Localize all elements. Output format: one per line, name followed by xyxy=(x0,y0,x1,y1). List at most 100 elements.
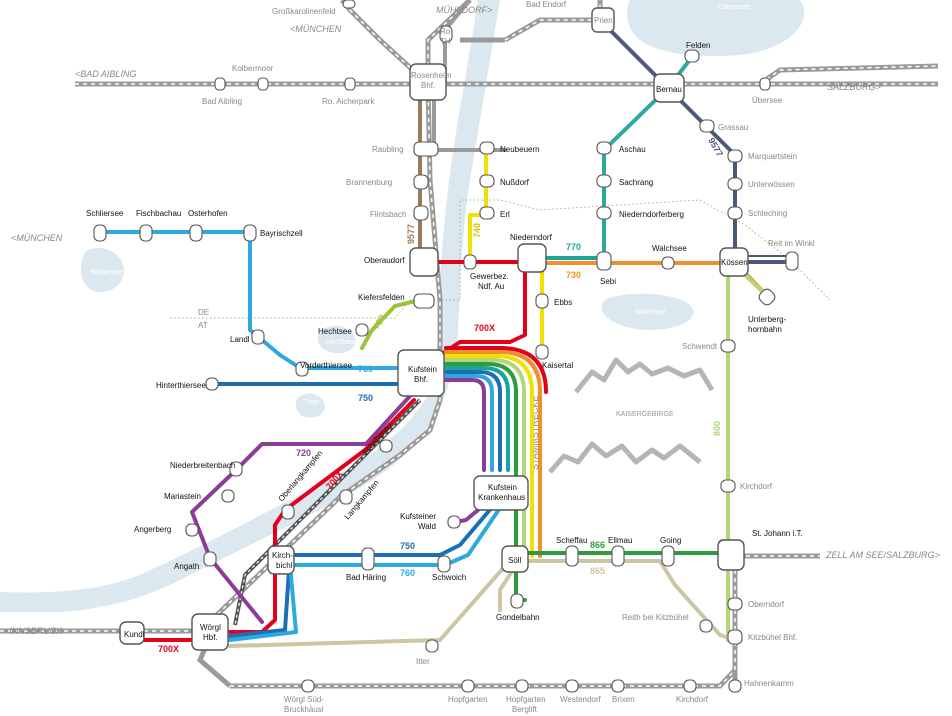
num-800: 800 xyxy=(712,421,722,436)
rosenheim-hub[interactable] xyxy=(409,63,447,101)
bernau-hub[interactable] xyxy=(653,73,685,103)
hopfgarten-berglift-stop[interactable] xyxy=(515,679,529,693)
walchsee-stop[interactable] xyxy=(661,256,675,270)
langkampfen-stop[interactable] xyxy=(339,489,353,505)
schliersee-stop[interactable] xyxy=(93,224,107,242)
gewerbez-stop[interactable] xyxy=(463,254,477,270)
oberlangkampfen-stop[interactable] xyxy=(281,504,295,520)
schliersee-lake xyxy=(80,247,124,292)
felden-stop[interactable] xyxy=(684,49,700,63)
flintsbach-stop[interactable] xyxy=(413,205,429,221)
aschau-stop[interactable] xyxy=(596,141,612,155)
stammstrecke-label: STAMMSTRECKE xyxy=(530,396,540,470)
bayrischzell-stop[interactable] xyxy=(243,224,257,242)
label-sebi: Sebi xyxy=(600,277,616,286)
koessen-hub[interactable] xyxy=(719,247,749,277)
hinterthiersee-stop[interactable] xyxy=(205,377,219,391)
neubeuern-stop[interactable] xyxy=(479,141,495,155)
gondelbahn-stop[interactable] xyxy=(510,593,524,609)
kolbermoor-stop[interactable] xyxy=(257,77,269,91)
angerberg-stop[interactable] xyxy=(185,523,199,537)
label-kaisertal: Kaisertal xyxy=(542,361,573,370)
kaisertal-stop[interactable] xyxy=(535,344,549,360)
label-scheffau: Scheffau xyxy=(556,536,587,545)
scheffau-stop[interactable] xyxy=(565,545,579,567)
kirchdorf-tirol-stop[interactable] xyxy=(720,479,736,493)
ebbs-stop[interactable] xyxy=(535,293,549,309)
kufstein-kh-hub[interactable] xyxy=(473,475,529,511)
kitzbuehel-stop[interactable] xyxy=(727,629,743,645)
grosskarolinenfeld-stop[interactable] xyxy=(342,0,356,9)
niederndorferberg-stop[interactable] xyxy=(596,206,612,220)
sachrang-stop[interactable] xyxy=(596,174,612,188)
nussdorf-stop[interactable] xyxy=(479,174,495,188)
kirchdorf-sj-stop[interactable] xyxy=(683,679,697,693)
sebi-stop[interactable] xyxy=(596,251,612,271)
bad-haering-stop[interactable] xyxy=(361,547,375,571)
hechtsee-stop[interactable] xyxy=(355,323,369,337)
marquartstein-stop[interactable] xyxy=(727,149,743,163)
grassau-stop[interactable] xyxy=(699,119,715,133)
hopfgarten-stop[interactable] xyxy=(461,679,475,693)
st-johann-hub[interactable] xyxy=(717,539,745,571)
oberndorf-stop[interactable] xyxy=(727,597,743,611)
landl-stop[interactable] xyxy=(251,329,265,345)
num-770: 770 xyxy=(566,242,581,252)
kufstein-hub[interactable] xyxy=(397,349,445,397)
woergl-hub[interactable] xyxy=(191,613,229,651)
num-700x-c: 700X xyxy=(158,644,179,654)
itter-stop[interactable] xyxy=(425,639,439,653)
unterberghornbahn-stop[interactable] xyxy=(757,287,777,307)
schleching-stop[interactable] xyxy=(727,206,743,220)
oberaudorf-hub[interactable] xyxy=(409,247,439,277)
vorderthiersee-stop[interactable] xyxy=(295,361,309,377)
num-865: 865 xyxy=(590,566,605,576)
woergl-sued-stop[interactable] xyxy=(301,679,315,693)
label-unterwoessen: Unterwössen xyxy=(748,180,795,189)
reit-im-winkl-stop[interactable] xyxy=(785,251,799,271)
label-oberaudorf: Oberaudorf xyxy=(364,256,405,265)
schwoich-stop[interactable] xyxy=(437,555,451,573)
schwendt-stop[interactable] xyxy=(720,339,736,353)
label-sachrang: Sachrang xyxy=(619,178,653,187)
schaftenau-stop[interactable] xyxy=(379,439,393,453)
niederndorf-hub[interactable] xyxy=(517,243,547,273)
erl-stop[interactable] xyxy=(479,206,495,220)
label-schleching: Schleching xyxy=(748,209,787,218)
hahnenkamm-stop[interactable] xyxy=(728,679,742,693)
bad-aibling-stop[interactable] xyxy=(214,77,226,91)
kufsteiner-wald-stop[interactable] xyxy=(447,515,461,529)
soell-hub[interactable] xyxy=(501,545,529,573)
unterwoessen-stop[interactable] xyxy=(727,177,743,191)
label-schwendt: Schwendt xyxy=(682,342,718,351)
angath-stop[interactable] xyxy=(203,551,217,567)
osterhofen-stop[interactable] xyxy=(189,224,203,242)
niederbreitenbach-stop[interactable] xyxy=(229,461,243,477)
fischbachau-stop[interactable] xyxy=(139,224,153,242)
num-760-b: 760 xyxy=(400,568,415,578)
chiemsee-lake xyxy=(627,0,805,57)
kirchbichl-hub[interactable] xyxy=(267,545,295,575)
brannenburg-stop[interactable] xyxy=(413,174,429,190)
kiefersfelden-stop[interactable] xyxy=(413,293,435,309)
raubling-stop[interactable] xyxy=(413,141,439,157)
kundl-hub[interactable] xyxy=(119,621,145,645)
chiemsee-label: Chiemsee xyxy=(718,4,750,11)
label-uebersee: Übersee xyxy=(752,96,783,105)
westendorf-stop[interactable] xyxy=(565,679,579,693)
reith-stop[interactable] xyxy=(699,619,713,633)
ro-aicherpark-stop[interactable] xyxy=(344,77,356,91)
uebersee-stop[interactable] xyxy=(759,77,771,91)
label-ebbs: Ebbs xyxy=(554,298,572,307)
ellmau-stop[interactable] xyxy=(611,545,625,567)
label-grassau: Grassau xyxy=(718,123,748,132)
ro-th-stop[interactable] xyxy=(439,25,453,43)
prien-hub[interactable] xyxy=(591,7,615,33)
going-stop[interactable] xyxy=(661,545,675,567)
brixen-stop[interactable] xyxy=(611,679,625,693)
mariastein-stop[interactable] xyxy=(221,489,235,503)
